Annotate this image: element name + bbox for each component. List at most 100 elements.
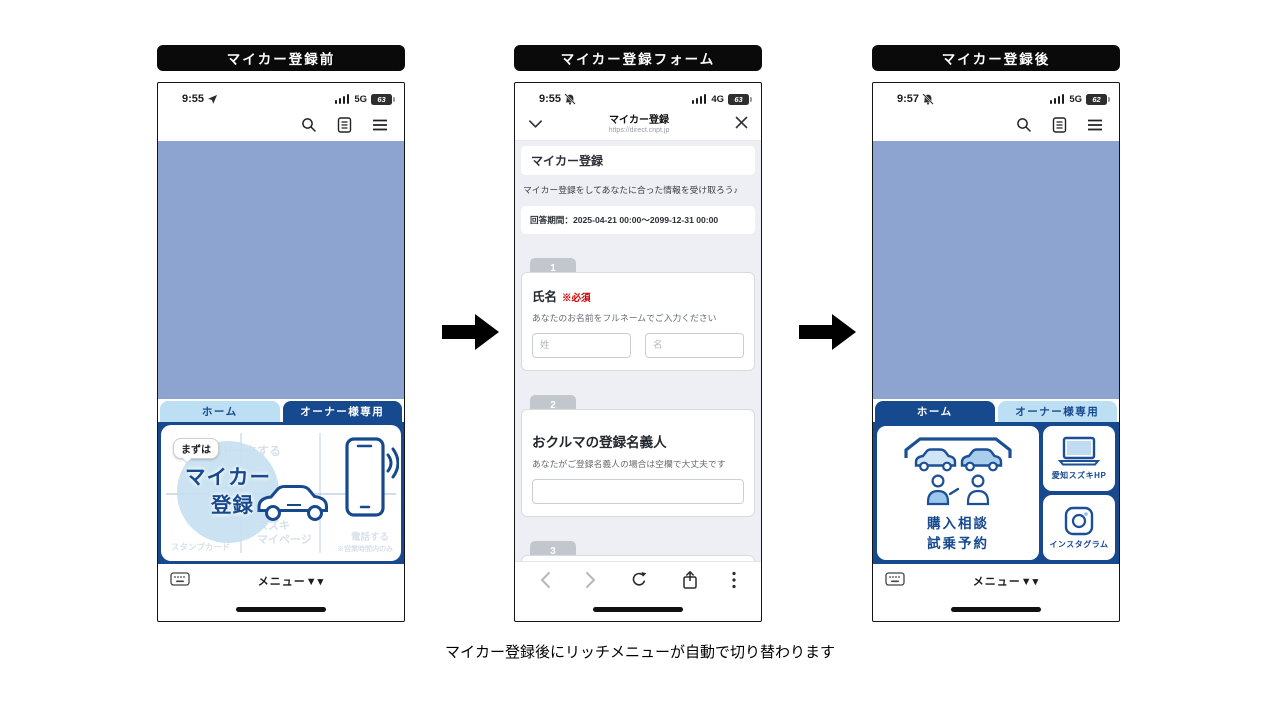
more-options-icon[interactable] <box>732 571 736 589</box>
tab-owner[interactable]: オーナー様専用 <box>997 401 1117 422</box>
battery-icon: 63 <box>728 93 752 105</box>
screen-after: マイカー登録後 9:57 5G 62 ホーム <box>872 45 1120 622</box>
status-time: 9:57 <box>897 93 920 105</box>
reload-icon[interactable] <box>630 571 648 589</box>
form-section-2: 2 おクルマの登録名義人 あなたがご登録名義人の場合は空欄で大丈夫です <box>521 395 755 517</box>
screen-form-title: マイカー登録フォーム <box>514 45 762 71</box>
home-indicator[interactable] <box>873 598 1119 621</box>
signal-bars-icon <box>334 94 350 104</box>
chat-area <box>873 141 1119 399</box>
flow-arrow <box>799 314 857 350</box>
browser-page-title: マイカー登録 <box>609 115 669 126</box>
back-icon[interactable] <box>540 571 551 589</box>
battery-percent: 62 <box>1092 94 1101 104</box>
form-subtitle: マイカー登録をしてあなたに合った情報を受け取ろう♪ <box>523 185 738 195</box>
battery-percent: 63 <box>377 94 386 104</box>
purchase-consult-button[interactable]: 購入相談 試乗予約 <box>877 426 1039 560</box>
instagram-button[interactable]: インスタグラム <box>1043 495 1115 560</box>
testdrive-label: 試乗予約 <box>927 536 989 551</box>
tab-owner[interactable]: オーナー様専用 <box>282 401 402 422</box>
dealership-illustration-icon <box>904 437 1012 506</box>
smartphone-illustration-icon <box>345 437 399 517</box>
section-card: おクルマの登録名義人 あなたがご登録名義人の場合は空欄で大丈夫です <box>521 409 755 517</box>
signal-bars-icon <box>1049 94 1065 104</box>
required-badge: ※必須 <box>562 293 591 304</box>
status-bar: 9:55 4G 63 <box>515 83 761 109</box>
status-time: 9:55 <box>182 93 205 105</box>
close-icon[interactable] <box>735 116 748 134</box>
battery-percent: 63 <box>734 94 743 104</box>
richmenu-card[interactable]: でトークする スタンプカード スズキ マイページ 電話する ※営業時間内のみ ま… <box>161 425 401 561</box>
network-label: 5G <box>354 93 367 105</box>
car-illustration-icon <box>257 485 328 521</box>
section-description: あなたがご登録名義人の場合は空欄で大丈夫です <box>532 459 726 469</box>
bell-slash-icon <box>564 93 576 105</box>
mazuha-speech-bubble: まずは <box>173 438 219 459</box>
chevron-down-icon[interactable] <box>528 116 543 134</box>
instagram-label: インスタグラム <box>1049 539 1109 549</box>
flow-arrow <box>442 314 500 350</box>
faint-call-label-1: 電話する <box>350 532 389 543</box>
home-indicator[interactable] <box>515 598 761 621</box>
bell-slash-icon <box>922 93 934 105</box>
section-title: 氏名 <box>532 290 558 304</box>
mycar-registration-label: マイカー 登録 <box>185 466 271 517</box>
browser-url: https://direct.cnpt.jp <box>608 127 670 134</box>
forward-icon[interactable] <box>585 571 596 589</box>
notes-icon[interactable] <box>1052 117 1067 133</box>
menu-toggle[interactable]: メニュー▼▾ <box>257 576 325 588</box>
screen-form: マイカー登録フォーム 9:55 4G 63 マイカー登録 https://dir… <box>514 45 762 622</box>
menu-toggle[interactable]: メニュー▼▾ <box>972 576 1040 588</box>
aichi-suzuki-hp-label: 愛知スズキHP <box>1051 471 1107 480</box>
rich-menu-after: 購入相談 試乗予約 愛知スズキHP <box>873 422 1119 564</box>
status-time: 9:55 <box>539 93 562 105</box>
aichi-suzuki-hp-button[interactable]: 愛知スズキHP <box>1043 426 1115 491</box>
tab-home[interactable]: ホーム <box>875 401 995 422</box>
lastname-field[interactable] <box>532 333 631 358</box>
signal-bars-icon <box>691 94 707 104</box>
location-arrow-icon <box>208 94 218 104</box>
rich-menu-before: でトークする スタンプカード スズキ マイページ 電話する ※営業時間内のみ ま… <box>158 422 404 564</box>
hamburger-menu-icon[interactable] <box>372 118 388 132</box>
keyboard-icon[interactable] <box>170 571 190 592</box>
purchase-consult-label: 購入相談 <box>927 516 989 532</box>
battery-icon: 62 <box>1086 93 1110 105</box>
screen-before-title: マイカー登録前 <box>157 45 405 71</box>
faint-mypage-label-2: マイページ <box>257 534 312 546</box>
firstname-field[interactable] <box>645 333 744 358</box>
figure-caption: マイカー登録後にリッチメニューが自動で切り替わります <box>444 644 835 661</box>
section-description: あなたのお名前をフルネームでご入力ください <box>532 313 717 323</box>
status-bar: 9:55 5G 63 <box>158 83 404 109</box>
notes-icon[interactable] <box>337 117 352 133</box>
chat-input-bar: メニュー▼▾ <box>158 564 404 598</box>
richmenu-tabs: ホーム オーナー様専用 <box>158 399 404 422</box>
phone-frame-form: 9:55 4G 63 マイカー登録 https://direct.cnpt.jp <box>514 82 762 622</box>
screen-after-title: マイカー登録後 <box>872 45 1120 71</box>
browser-toolbar <box>515 561 761 598</box>
section-card: 氏名 ※必須 あなたのお名前をフルネームでご入力ください <box>521 272 755 371</box>
network-label: 4G <box>711 93 724 105</box>
form-section-1: 1 氏名※必須 あなたのお名前をフルネームでご入力ください <box>521 258 755 371</box>
grid-divider <box>319 433 322 553</box>
battery-icon: 63 <box>371 93 395 105</box>
form-section-3: 3 生年月日※必須 あなたの生年月日をご入力ください ---- 年 -- 月 -… <box>521 541 755 561</box>
faint-call-label-2: ※営業時間内のみ <box>337 546 393 553</box>
form-heading: マイカー登録 <box>521 146 755 175</box>
screen-before: マイカー登録前 9:55 5G 63 ホーム <box>157 45 405 622</box>
network-label: 5G <box>1069 93 1082 105</box>
phone-frame-before: 9:55 5G 63 ホーム オーナー様専用 <box>157 82 405 622</box>
tab-home[interactable]: ホーム <box>160 401 280 422</box>
faint-stampcard-label: スタンプカード <box>171 542 231 552</box>
status-bar: 9:57 5G 62 <box>873 83 1119 109</box>
form-content: マイカー登録 マイカー登録をしてあなたに合った情報を受け取ろう♪ 回答期間：20… <box>515 141 761 561</box>
owner-name-field[interactable] <box>532 479 744 504</box>
search-icon[interactable] <box>301 117 317 133</box>
richmenu-tabs: ホーム オーナー様専用 <box>873 399 1119 422</box>
home-indicator[interactable] <box>158 598 404 621</box>
hamburger-menu-icon[interactable] <box>1087 118 1103 132</box>
share-icon[interactable] <box>682 570 698 590</box>
inapp-browser-header: マイカー登録 https://direct.cnpt.jp <box>515 109 761 141</box>
search-icon[interactable] <box>1016 117 1032 133</box>
chat-area <box>158 141 404 399</box>
keyboard-icon[interactable] <box>885 571 905 592</box>
